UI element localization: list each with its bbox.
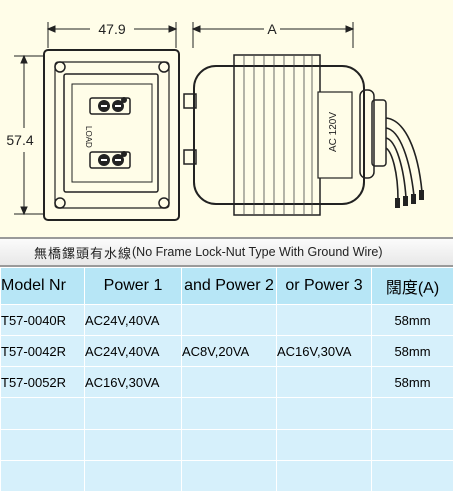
screw-terminal-icon bbox=[98, 97, 127, 166]
cell-power-2 bbox=[181, 397, 277, 430]
cell-width bbox=[371, 459, 453, 492]
table-row bbox=[0, 428, 453, 461]
cell-power-1 bbox=[84, 397, 182, 430]
cell-width bbox=[371, 428, 453, 461]
table-row bbox=[0, 459, 453, 492]
side-view bbox=[183, 54, 387, 216]
length-dimension-label: A bbox=[267, 21, 277, 37]
width-dimension-label: 47.9 bbox=[98, 21, 125, 37]
cell-power-2 bbox=[181, 303, 277, 337]
table-row: T57-0042R AC24V,40VA AC8V,20VA AC16V,30V… bbox=[0, 335, 453, 368]
height-dimension-label: 57.4 bbox=[6, 132, 33, 148]
table-row: T57-0052R AC16V,30VA 58mm bbox=[0, 366, 453, 399]
cell-power-2 bbox=[181, 428, 277, 461]
laminations bbox=[243, 56, 313, 214]
table-row: T57-0040R AC24V,40VA 58mm bbox=[0, 303, 453, 337]
table-header-row: Model Nr Power 1 and Power 2 or Power 3 … bbox=[0, 267, 453, 305]
spec-table-section: 無橋鏍頭有水線 (No Frame Lock-Nut Type With Gro… bbox=[0, 237, 453, 492]
cell-power-1 bbox=[84, 428, 182, 461]
cell-power-3: AC16V,30VA bbox=[276, 335, 372, 368]
table-row bbox=[0, 397, 453, 430]
cell-power-1: AC24V,40VA bbox=[84, 303, 182, 337]
cell-power-3 bbox=[276, 303, 372, 337]
spec-table: Model Nr Power 1 and Power 2 or Power 3 … bbox=[0, 267, 453, 492]
table-title: 無橋鏍頭有水線 (No Frame Lock-Nut Type With Gro… bbox=[0, 237, 453, 267]
header-power-2: and Power 2 bbox=[181, 267, 277, 305]
length-dimension bbox=[191, 22, 355, 48]
cell-width bbox=[371, 397, 453, 430]
cell-power-2 bbox=[181, 459, 277, 492]
cell-power-2 bbox=[181, 366, 277, 399]
voltage-label: AC 120V bbox=[328, 112, 339, 152]
header-model: Model Nr bbox=[0, 267, 85, 305]
header-width: 闊度(A) bbox=[371, 267, 453, 305]
cell-power-3 bbox=[276, 366, 372, 399]
load-label: LOAD bbox=[84, 126, 93, 148]
cell-power-3 bbox=[276, 428, 372, 461]
cell-width: 58mm bbox=[371, 303, 453, 337]
cell-power-3 bbox=[276, 397, 372, 430]
transformer-drawing: 47.9 57.4 bbox=[0, 0, 453, 237]
cell-model bbox=[0, 428, 85, 461]
wire-leads bbox=[385, 117, 423, 201]
front-view bbox=[43, 49, 180, 221]
wire-ends bbox=[395, 190, 424, 208]
table-title-cjk: 無橋鏍頭有水線 bbox=[34, 245, 133, 261]
cell-model: T57-0052R bbox=[0, 366, 85, 399]
transformer-diagram: 47.9 57.4 bbox=[6, 21, 424, 221]
height-dimension bbox=[14, 54, 44, 216]
cell-model: T57-0042R bbox=[0, 335, 85, 368]
cell-width: 58mm bbox=[371, 335, 453, 368]
cell-model bbox=[0, 459, 85, 492]
cell-power-1: AC24V,40VA bbox=[84, 335, 182, 368]
coil-label-plate bbox=[317, 91, 353, 179]
header-power-1: Power 1 bbox=[84, 267, 182, 305]
header-power-3: or Power 3 bbox=[276, 267, 372, 305]
cell-power-3 bbox=[276, 459, 372, 492]
cell-power-1 bbox=[84, 459, 182, 492]
cell-model: T57-0040R bbox=[0, 303, 85, 337]
cell-power-2: AC8V,20VA bbox=[181, 335, 277, 368]
cell-power-1: AC16V,30VA bbox=[84, 366, 182, 399]
cell-model bbox=[0, 397, 85, 430]
cell-width: 58mm bbox=[371, 366, 453, 399]
width-dimension bbox=[46, 22, 178, 48]
table-title-en: (No Frame Lock-Nut Type With Ground Wire… bbox=[132, 245, 383, 259]
